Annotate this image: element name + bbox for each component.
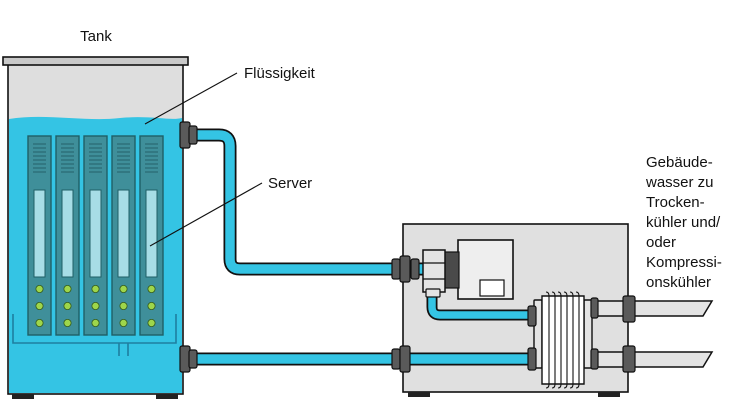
label-building-water-line: Kompressi- [646, 254, 722, 271]
box-foot-left [408, 392, 430, 397]
label-tank: Tank [80, 28, 112, 45]
pump-nameplate [479, 279, 505, 297]
label-building-water-line: Gebäude- [646, 154, 713, 171]
tank-foot-left [12, 394, 34, 399]
server-rack [27, 135, 164, 336]
tank-foot-right [156, 394, 178, 399]
label-building-water-line: onskühler [646, 274, 711, 291]
server-blade [27, 135, 52, 336]
label-building-water-line: kühler und/ [646, 214, 721, 231]
exchanger-plates [541, 295, 585, 385]
building-pipe-lower [589, 351, 714, 368]
label-building-water-line: Trocken- [646, 194, 705, 211]
pipe-fittings [179, 121, 636, 373]
tank-manifold [12, 314, 177, 356]
label-building-water-line: oder [646, 234, 676, 251]
coolant-loop [183, 128, 540, 366]
callout-lines [144, 72, 263, 247]
tank-lid [2, 56, 189, 66]
box-foot-right [598, 392, 620, 397]
building-water-pipes [589, 300, 714, 368]
building-pipe-upper [589, 300, 714, 317]
label-building-water-line: wasser zu [645, 174, 714, 191]
server-blade [111, 135, 136, 336]
coolant-pipe-outlet [183, 128, 424, 276]
label-building-water: Gebäude- wasser zu Trocken- kühler und/ … [645, 154, 726, 291]
label-server: Server [268, 175, 312, 192]
label-fluid: Flüssigkeit [244, 65, 316, 82]
callout-line-fluid [144, 72, 238, 125]
server-blade [83, 135, 108, 336]
server-blade [55, 135, 80, 336]
pump [422, 239, 514, 300]
callout-line-server [149, 182, 263, 247]
pump-head [422, 249, 446, 293]
server-blade [139, 135, 164, 336]
plate-heat-exchanger [533, 291, 593, 389]
